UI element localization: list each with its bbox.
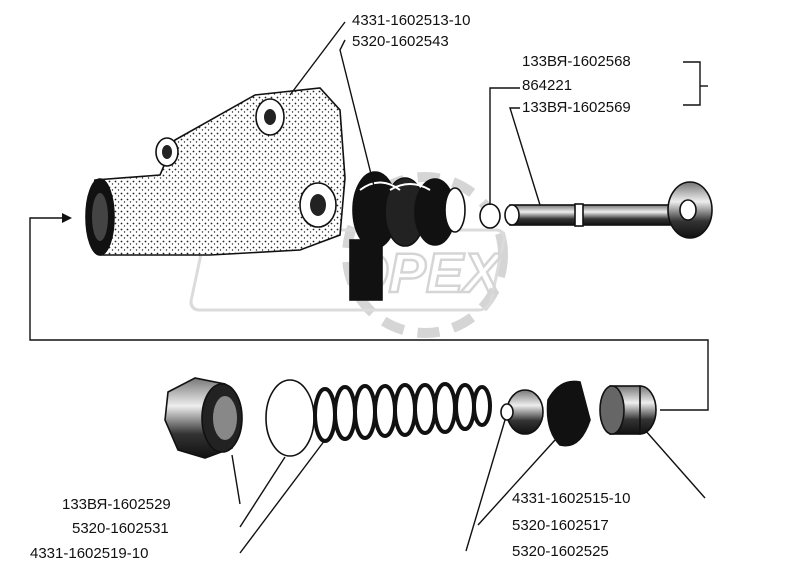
label-4331-1602515-10: 4331-1602515-10	[512, 490, 630, 507]
label-5320-1602543: 5320-1602543	[352, 33, 449, 50]
label-133bya-1602529: 133ВЯ-1602529	[62, 496, 171, 513]
washer	[265, 379, 315, 457]
label-5320-1602525: 5320-1602525	[512, 543, 609, 560]
label-4331-1602519-10: 4331-1602519-10	[30, 545, 148, 562]
piston	[500, 389, 544, 435]
label-5320-1602531: 5320-1602531	[72, 520, 169, 537]
cup-seal	[546, 380, 591, 447]
push-rod	[504, 181, 713, 239]
label-864221: 864221	[522, 77, 572, 94]
spring	[313, 382, 492, 443]
label-5320-1602517: 5320-1602517	[512, 517, 609, 534]
assembly-connector	[29, 213, 709, 411]
o-ring	[479, 203, 501, 229]
end-nut	[164, 377, 243, 459]
piston-body	[599, 385, 657, 435]
leader-lines	[231, 21, 708, 554]
cylinder-housing	[85, 87, 346, 256]
label-133bya-1602568: 133ВЯ-1602568	[522, 53, 631, 70]
label-133bya-1602569: 133ВЯ-1602569	[522, 99, 631, 116]
rubber-boot	[349, 171, 466, 301]
label-4331-1602513-10: 4331-1602513-10	[352, 12, 470, 29]
